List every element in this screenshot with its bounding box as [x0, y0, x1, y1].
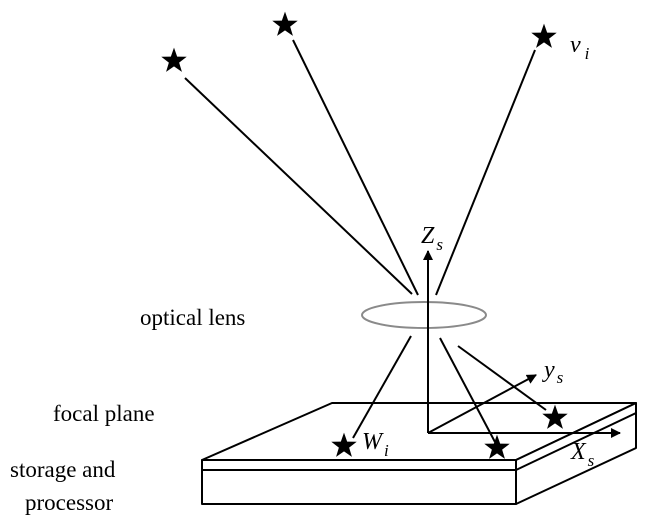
storage-label-line2: processor — [25, 490, 113, 515]
star-icon — [161, 47, 187, 72]
refracted-rays — [352, 335, 547, 443]
star-icon — [531, 23, 557, 48]
slab-layer-line-side — [515, 412, 637, 471]
ray-right-star — [435, 49, 536, 296]
y-axis — [427, 374, 537, 434]
ray-to-image-mid — [439, 337, 496, 443]
ray-middle-star — [292, 39, 419, 296]
ray-to-image-w — [352, 335, 412, 439]
sensor-slab — [201, 402, 637, 505]
slab-front-face — [201, 459, 517, 505]
focal-plane-label: focal plane — [53, 401, 155, 426]
ray-to-image-right — [457, 345, 547, 411]
star-icon — [272, 11, 298, 36]
storage-label-line1: storage and — [10, 457, 116, 482]
sensor-axes — [423, 250, 621, 438]
ray-left-star — [184, 77, 413, 295]
optical-lens-ellipse — [361, 301, 487, 329]
optical-lens-label: optical lens — [140, 305, 245, 330]
incoming-rays — [184, 39, 536, 296]
